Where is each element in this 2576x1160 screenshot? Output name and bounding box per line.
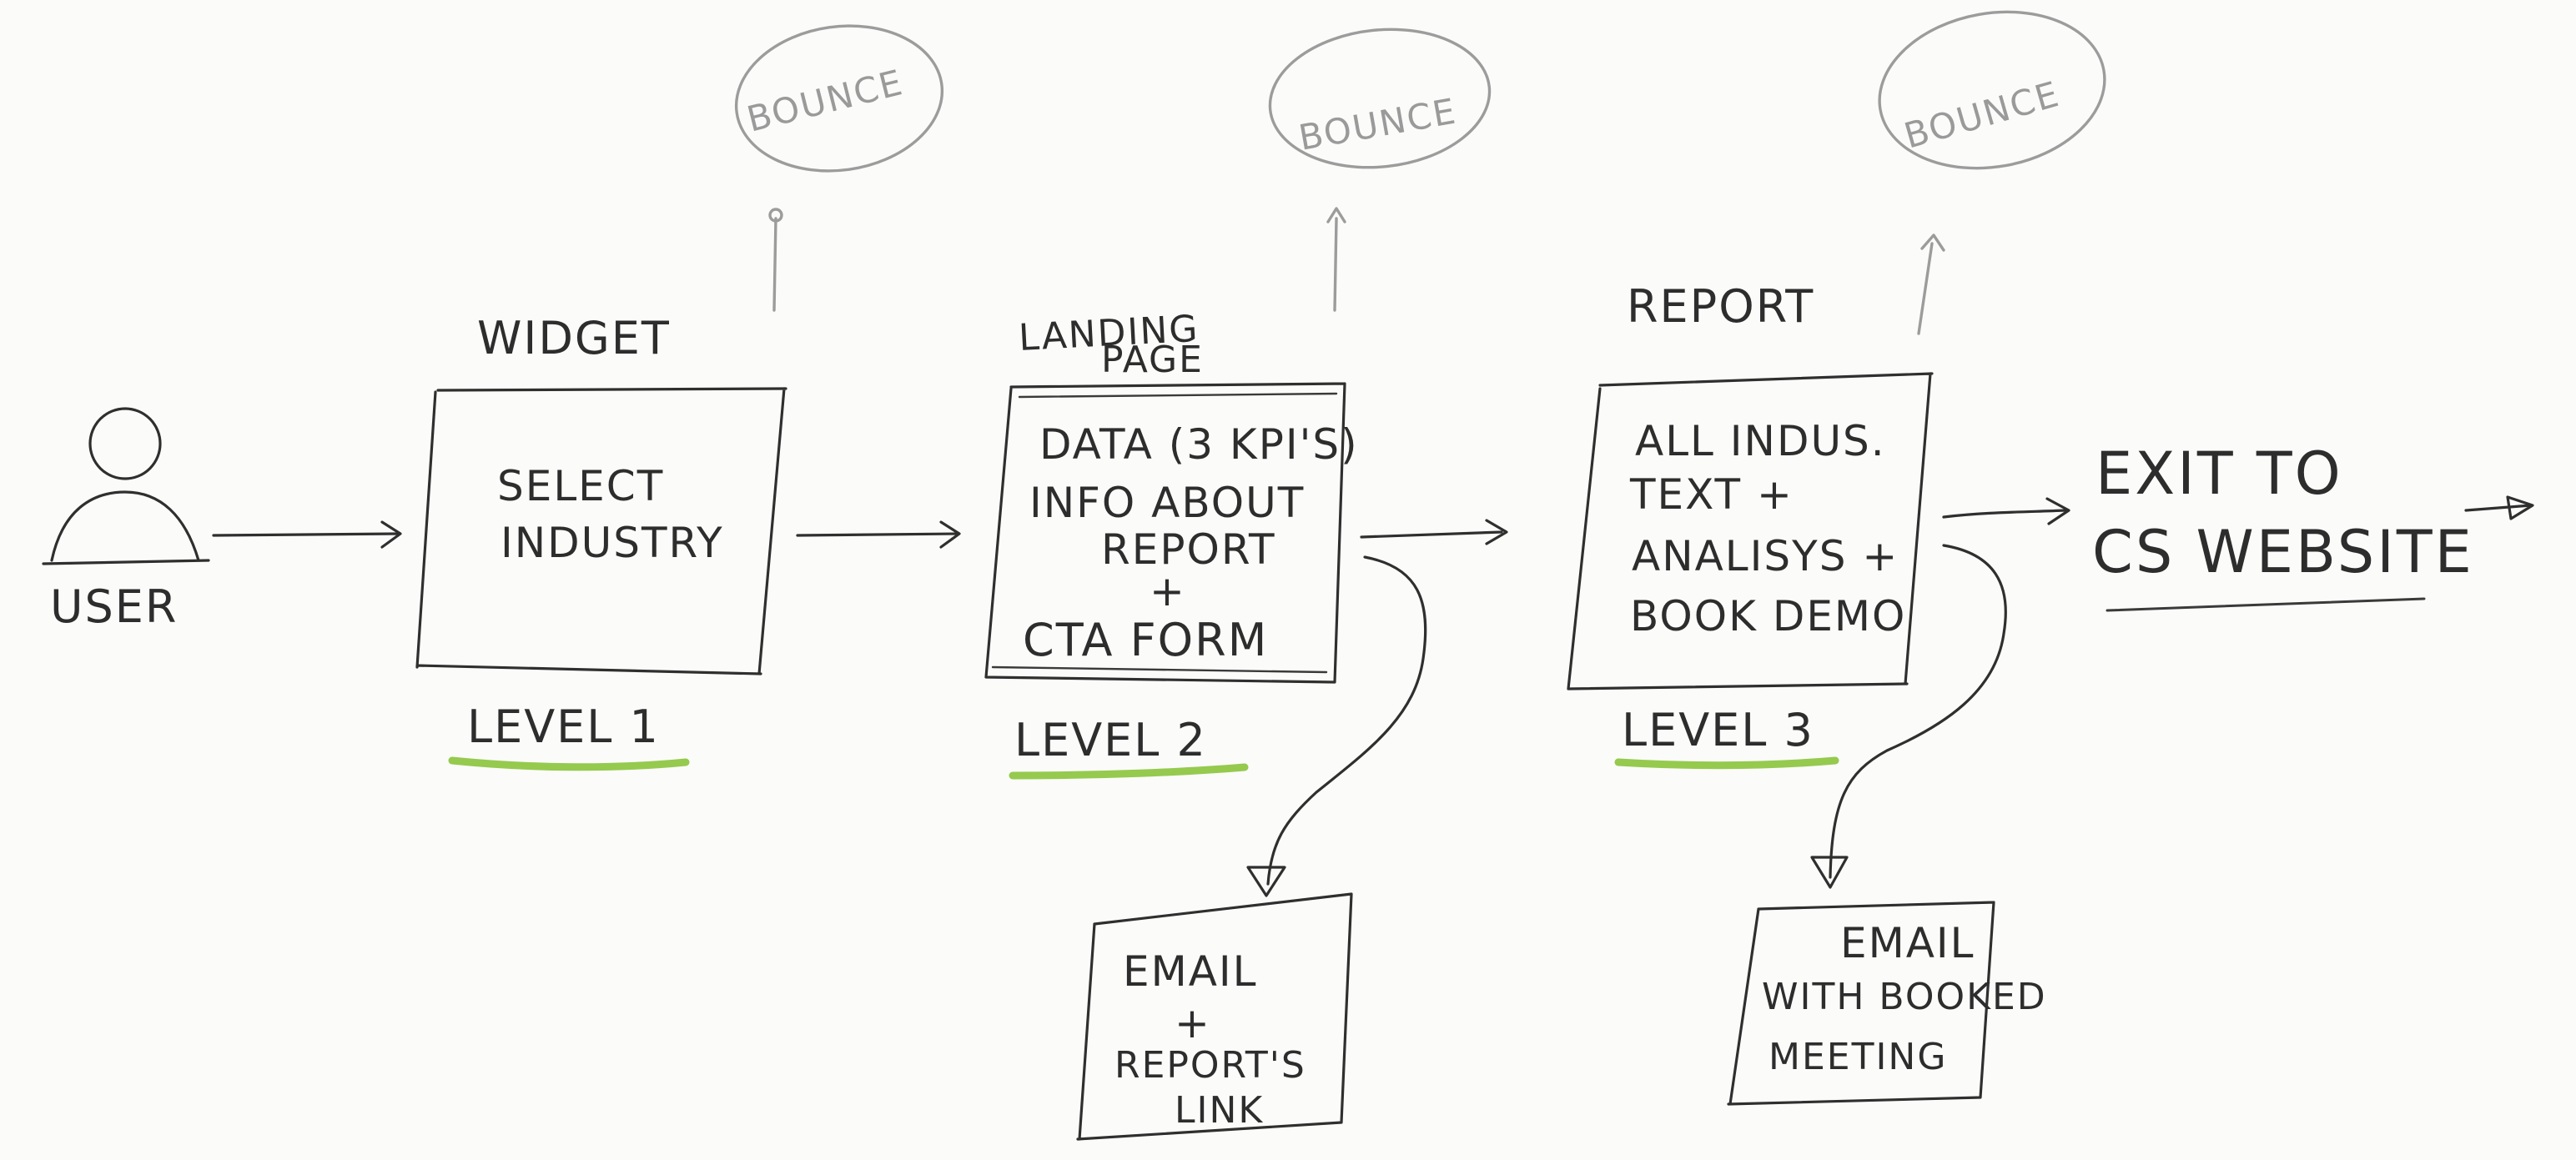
bounce-1: BOUNCE [734,24,944,312]
user-base-line [42,559,210,565]
stage-line: INFO ABOUT [1029,479,1305,527]
bounce-arrow [772,217,777,312]
arrow-report-to-exit [1942,497,2070,525]
arrow-landing-to-report [1360,519,1508,545]
exit-line: CS WEBSITE [2092,518,2474,586]
bounce-arrow-head [1326,207,1346,223]
stage-box-inner [991,392,1338,674]
email-box-2: EMAIL WITH BOOKED MEETING [1727,901,2047,1106]
bounce-label: BOUNCE [1296,90,1460,158]
exit-underline [2106,597,2426,612]
bounce-3: BOUNCE [1878,10,2106,335]
stage-title: WIDGET [477,312,671,364]
stage-line: INDUSTRY [501,519,724,567]
stage-widget: WIDGET SELECT INDUSTRY LEVEL 1 [415,312,787,771]
level-label: LEVEL 3 [1622,704,1814,756]
stage-box [1567,372,1934,690]
stage-line: BOOK DEMO [1630,592,1906,640]
exit-arrow [2464,504,2533,512]
email-line: REPORT'S [1114,1044,1306,1087]
level-label: LEVEL 1 [467,701,660,753]
stage-line: REPORT [1101,525,1276,574]
stage-line: ANALISYS + [1632,532,1899,580]
stage-line: + [1150,567,1186,615]
bounce-label: BOUNCE [743,62,908,140]
stage-title: PAGE [1101,339,1204,381]
arrow-user-to-widget [212,520,402,549]
stage-landing-page: LANDING PAGE DATA (3 KPI'S) INFO ABOUT R… [984,308,1359,780]
email-line: EMAIL [1123,947,1258,996]
stage-title: LANDING [1018,308,1200,359]
user-figure: USER [42,407,210,633]
email-box [1076,892,1353,1141]
exit-line: EXIT TO [2096,439,2343,508]
arrow-landing-to-email-1 [1246,555,1427,897]
bounce-bubble [1268,28,1492,169]
level-highlight [448,756,690,771]
user-head-icon [88,407,162,480]
arrow-widget-to-landing [796,520,961,549]
arrow-report-to-email-2 [1810,544,2007,889]
stage-line: CTA FORM [1023,614,1268,666]
stage-box [415,387,787,675]
stage-report: REPORT ALL INDUS. TEXT + ANALISYS + BOOK… [1567,280,1934,770]
bounce-arrow-head [1920,234,1945,252]
stage-line: DATA (3 KPI'S) [1039,420,1359,469]
email-line: WITH BOOKED [1762,976,2047,1018]
email-line: LINK [1175,1089,1264,1132]
stage-line: TEXT + [1629,470,1794,519]
email-line: EMAIL [1840,919,1975,967]
level-label: LEVEL 2 [1014,714,1207,766]
bounce-arrow [1917,242,1934,335]
bounce-label: BOUNCE [1899,73,2064,157]
bounce-2: BOUNCE [1268,28,1492,312]
exit-node: EXIT TO CS WEBSITE [2092,439,2534,612]
level-highlight [1614,756,1839,770]
stage-box [984,382,1346,684]
exit-arrow-head [2506,495,2534,520]
bounce-arrow-head [768,208,783,223]
email-line: + [1175,999,1211,1047]
stage-line: ALL INDUS. [1635,417,1886,465]
email-box-1: EMAIL + REPORT'S LINK [1076,892,1353,1141]
user-body-icon [50,490,200,562]
stage-title: REPORT [1627,280,1814,333]
stage-line: SELECT [497,462,664,510]
email-line: MEETING [1768,1036,1947,1078]
bounce-bubble [734,24,944,173]
user-label: USER [50,580,178,633]
level-highlight [1009,763,1249,780]
bounce-arrow [1333,217,1338,312]
bounce-bubble [1878,10,2106,170]
email-box [1727,901,1995,1106]
